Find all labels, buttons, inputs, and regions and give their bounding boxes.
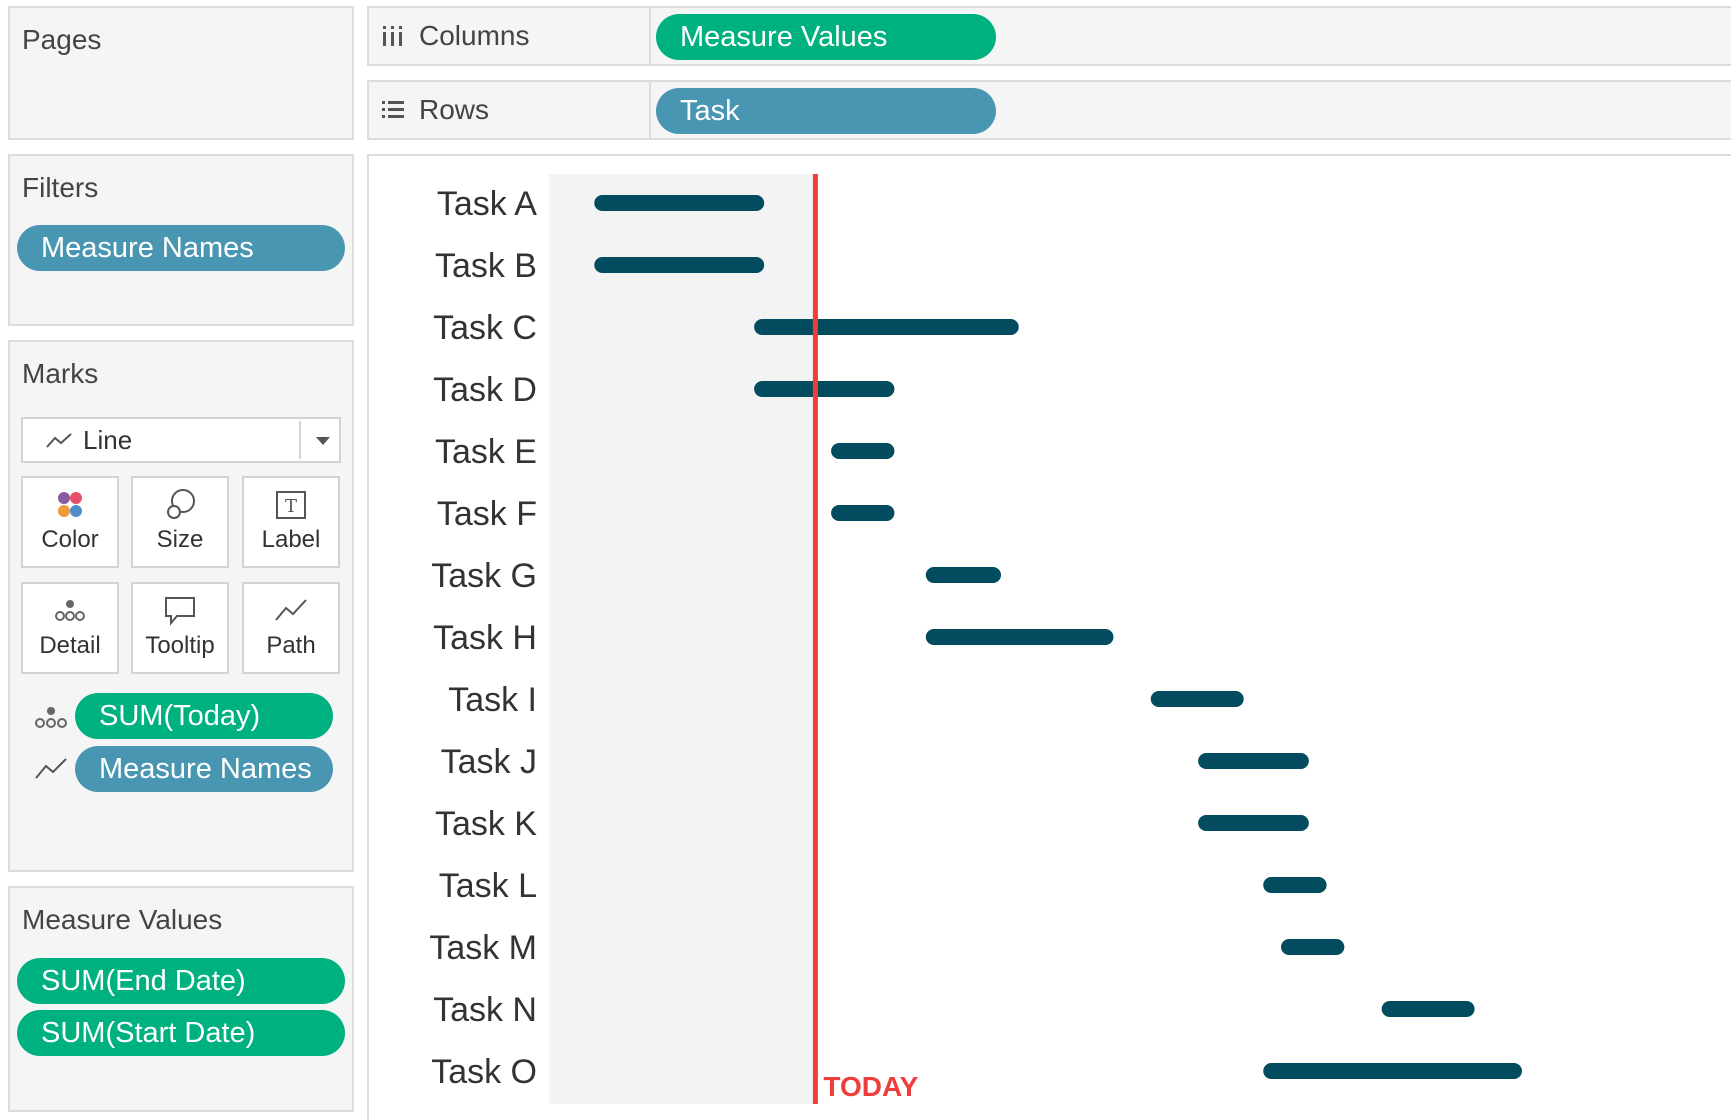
task-label: Task C <box>433 309 537 347</box>
task-label: Task I <box>448 681 537 719</box>
chevron-down-icon[interactable] <box>315 436 331 446</box>
detail-button[interactable]: Detail <box>21 582 119 674</box>
task-label: Task N <box>433 991 537 1029</box>
task-label: Task A <box>437 185 537 223</box>
label-label: Label <box>261 526 321 553</box>
rows-shelf[interactable]: Rows <box>367 80 1731 140</box>
columns-label-text: Columns <box>419 20 530 51</box>
svg-text:T: T <box>285 496 297 517</box>
detail-icon <box>35 707 67 728</box>
tooltip-button[interactable]: Tooltip <box>131 582 229 674</box>
size-label: Size <box>156 526 204 553</box>
today-label: TODAY <box>823 1071 918 1102</box>
task-label: Task G <box>431 557 537 595</box>
task-label: Task E <box>435 433 537 471</box>
size-icon <box>167 489 195 519</box>
task-label: Task K <box>435 805 537 843</box>
mark-type-dropdown[interactable]: Line <box>21 417 341 463</box>
task-label: Task J <box>441 743 537 781</box>
columns-icon <box>383 26 402 46</box>
path-icon <box>35 758 67 779</box>
filters-title: Filters <box>22 172 99 203</box>
marks-field-measure-names[interactable]: Measure Names <box>75 746 333 792</box>
dropdown-divider <box>299 421 301 459</box>
measure-value-pill[interactable]: SUM(Start Date) <box>17 1010 345 1056</box>
color-label: Color <box>41 526 99 553</box>
measure-value-pill[interactable]: SUM(End Date) <box>17 958 345 1004</box>
gantt-chart: Task A Task B Task C Task D Task E Task F Task… <box>367 154 1731 1120</box>
label-button[interactable]: T Label <box>242 476 340 568</box>
path-icon <box>275 599 307 621</box>
size-button[interactable]: Size <box>131 476 229 568</box>
detail-label: Detail <box>39 632 101 659</box>
rows-label-text: Rows <box>419 94 490 125</box>
gantt-svg: Task A Task B Task C Task D Task E Task F Task… <box>429 174 1522 1104</box>
tooltip-label: Tooltip <box>145 632 215 659</box>
past-shade <box>549 174 816 1104</box>
pages-card: Pages <box>8 6 354 140</box>
line-mark-icon <box>46 433 72 448</box>
label-icon: T <box>276 491 306 519</box>
marks-field-sum-today[interactable]: SUM(Today) <box>75 693 333 739</box>
path-label: Path <box>266 632 316 659</box>
tooltip-icon <box>165 597 195 626</box>
task-label: Task D <box>433 371 537 409</box>
color-button[interactable]: Color <box>21 476 119 568</box>
filter-pill-measure-names[interactable]: Measure Names <box>17 225 345 271</box>
pages-title: Pages <box>22 24 102 55</box>
rows-pill-task[interactable]: Task <box>656 88 996 134</box>
path-button[interactable]: Path <box>242 582 340 674</box>
detail-icon <box>55 600 85 621</box>
rows-shelf-label: Rows <box>369 82 651 138</box>
task-label: Task M <box>429 929 537 967</box>
columns-pill-measure-values[interactable]: Measure Values <box>656 14 996 60</box>
task-label: Task H <box>433 619 537 657</box>
mark-type-label: Line <box>83 425 133 455</box>
color-icon <box>58 492 82 517</box>
task-label: Task O <box>431 1053 537 1091</box>
columns-shelf-label: Columns <box>369 8 651 64</box>
columns-shelf[interactable]: Columns <box>367 6 1731 66</box>
task-label: Task F <box>437 495 537 533</box>
task-label: Task B <box>435 247 537 285</box>
task-label: Task L <box>439 867 537 905</box>
marks-title: Marks <box>22 358 99 389</box>
rows-icon <box>382 101 404 118</box>
measure-values-title: Measure Values <box>22 904 223 935</box>
